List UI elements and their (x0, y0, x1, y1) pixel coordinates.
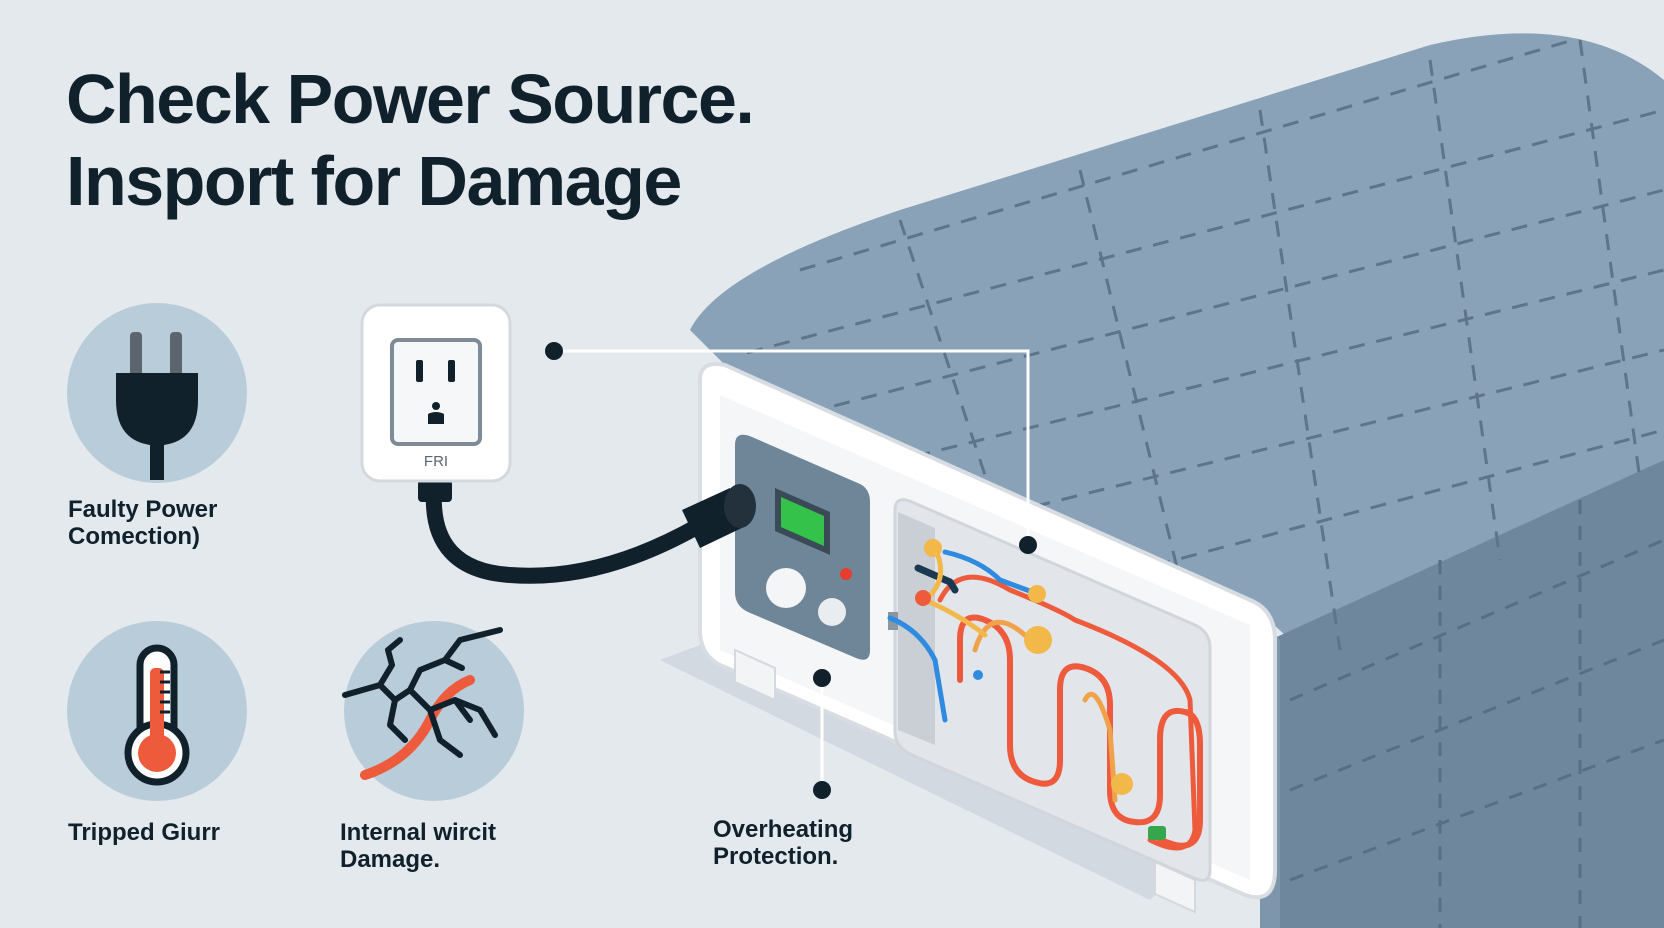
control-knob-large (766, 568, 806, 608)
callout-faulty-power: Faulty Power Comection) (68, 496, 217, 550)
blanket-top (690, 33, 1664, 641)
control-knob-small (818, 598, 846, 626)
wall-outlet-icon: FRI (360, 303, 512, 483)
page-title: Check Power Source. Insport for Damage (66, 58, 755, 222)
wire-blue (942, 549, 1038, 596)
side-stitching (1289, 500, 1664, 928)
indicator-light (840, 568, 852, 580)
power-plug-icon (67, 303, 247, 483)
title-line-1: Check Power Source. (66, 60, 755, 138)
callout-overheating: Overheating Protection. (713, 816, 853, 870)
callout-faulty-power-line-1: Faulty Power (68, 496, 218, 523)
wire-navy (914, 564, 959, 594)
cracked-wire-icon (342, 621, 524, 801)
callout-lines (554, 349, 1030, 790)
callout-internal-line-1: Internal wircit (340, 819, 497, 846)
heating-element (887, 539, 1203, 851)
callout-tripped: Tripped Giurr (68, 819, 220, 846)
electric-blanket (690, 33, 1664, 928)
callout-internal-line-2: Damage. (340, 846, 441, 873)
blanket-side (1270, 460, 1664, 928)
outlet-label: FRI (424, 453, 448, 470)
title-line-2: Insport for Damage (66, 142, 682, 220)
connector-green (1148, 826, 1166, 840)
callout-tripped-line-1: Tripped Giurr (68, 819, 221, 846)
callout-overheating-line-1: Overheating (713, 816, 854, 843)
callout-faulty-power-line-2: Comection) (68, 523, 200, 550)
quilt-stitching (719, 33, 1664, 651)
thermometer-icon (67, 621, 247, 801)
floor-shadow (660, 645, 1190, 900)
callout-dots (545, 342, 1037, 799)
callout-overheating-line-2: Protection. (713, 843, 839, 870)
heating-coil (957, 614, 1188, 826)
power-cord (425, 484, 708, 584)
callout-internal-damage: Internal wircit Damage. (340, 819, 496, 873)
